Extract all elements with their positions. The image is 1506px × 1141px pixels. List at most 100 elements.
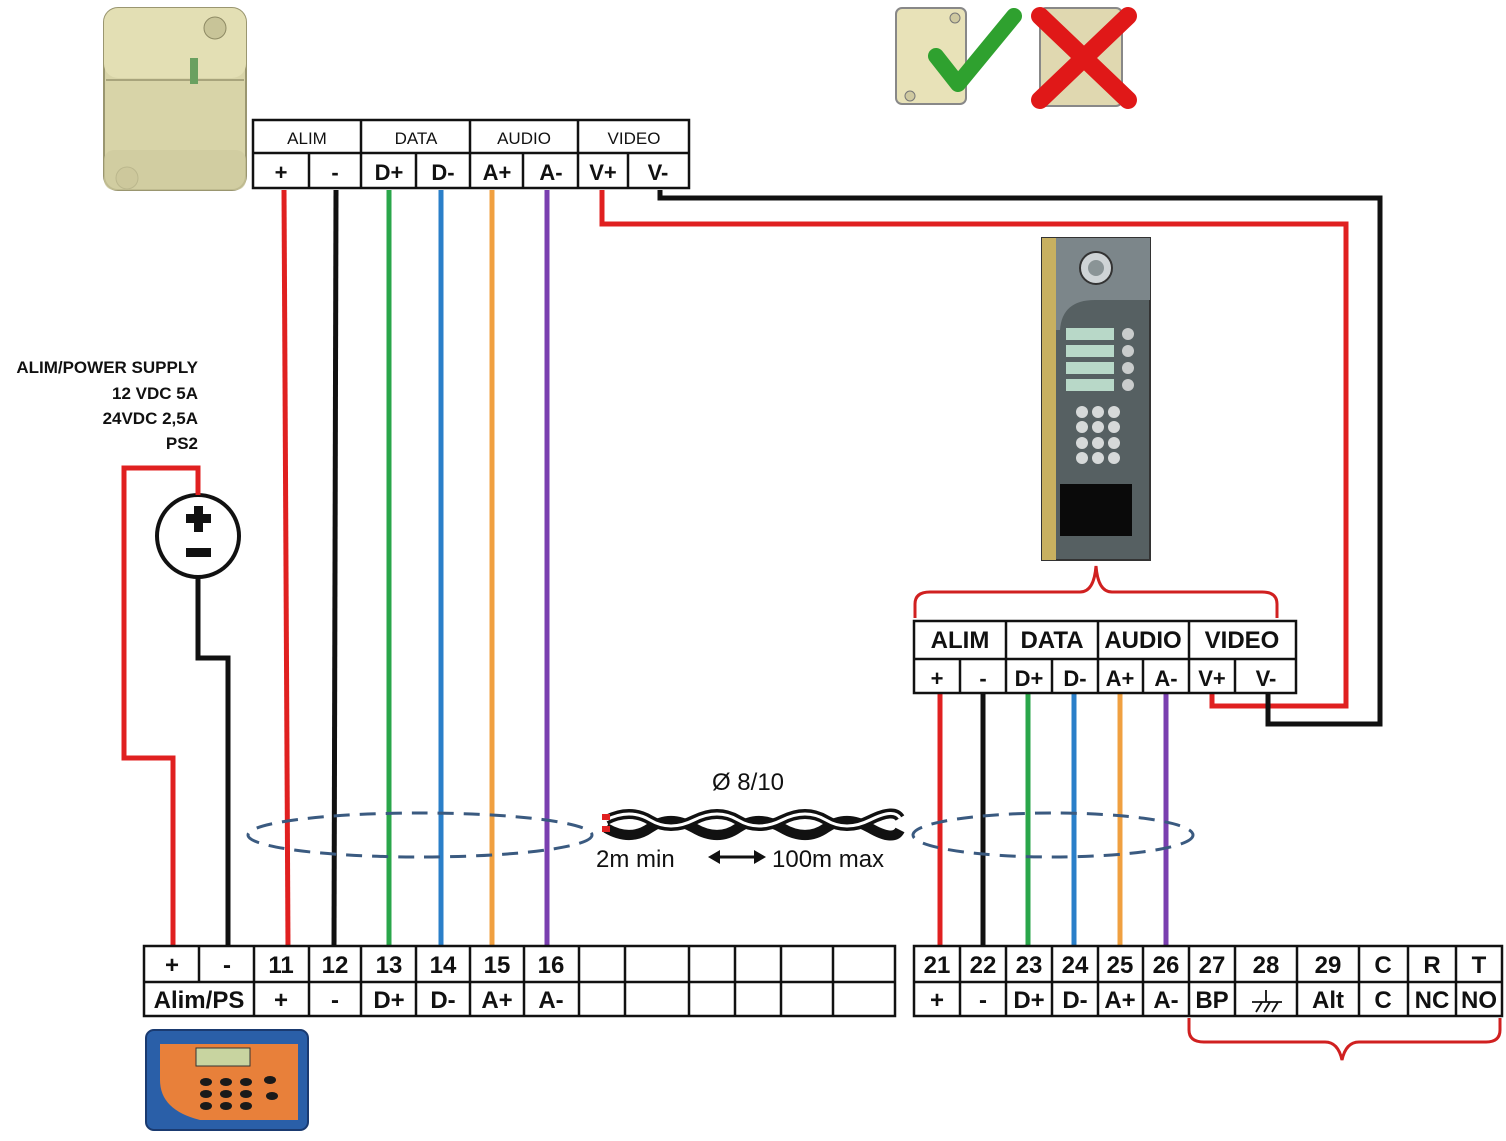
panel-group-data: DATA bbox=[1020, 627, 1083, 654]
module-terminal: D+ bbox=[375, 160, 404, 185]
bl-label: A+ bbox=[481, 987, 512, 1014]
bl-number: 15 bbox=[484, 952, 511, 979]
br-number: 21 bbox=[924, 952, 951, 979]
dc-source-icon bbox=[155, 493, 241, 579]
cross-icon bbox=[1031, 7, 1137, 109]
bl-label: - bbox=[331, 987, 339, 1014]
ground-icon bbox=[1252, 990, 1282, 1013]
bottom-left-terminal-strip bbox=[142, 944, 897, 1018]
wire-ps-plus bbox=[121, 465, 201, 948]
bl-number: + bbox=[165, 952, 179, 979]
bottom-right-labels: + - D+ D- A+ A- BP Alt C NC NO bbox=[930, 987, 1497, 1014]
br-label: D+ bbox=[1013, 987, 1044, 1014]
panel-terminal: A+ bbox=[1106, 666, 1135, 691]
br-label: NO bbox=[1461, 987, 1497, 1014]
module-group-alim: ALIM bbox=[287, 129, 327, 148]
br-label: A- bbox=[1153, 987, 1178, 1014]
br-label: BP bbox=[1195, 987, 1228, 1014]
ps-label-line-3: 24VDC 2,5A bbox=[103, 409, 198, 428]
br-number: 29 bbox=[1315, 952, 1342, 979]
bottom-left-labels: Alim/PS + - D+ D- A+ A- bbox=[154, 987, 564, 1014]
cable-min-length: 2m min bbox=[596, 846, 675, 873]
wires bbox=[121, 189, 1383, 949]
module-terminal: V- bbox=[648, 160, 669, 185]
module-terminal: A+ bbox=[483, 160, 512, 185]
bl-number: 11 bbox=[268, 952, 293, 979]
cable-diameter: Ø 8/10 bbox=[712, 769, 784, 796]
br-label: - bbox=[979, 987, 987, 1014]
br-number: 24 bbox=[1062, 952, 1089, 979]
module-terminal: A- bbox=[539, 160, 562, 185]
bl-label: D- bbox=[430, 987, 455, 1014]
module-terminals: + - D+ D- A+ A- V+ V- bbox=[275, 160, 669, 185]
module-group-labels: ALIM DATA AUDIO VIDEO bbox=[287, 129, 660, 148]
ps-label-line-4: PS2 bbox=[166, 434, 198, 453]
controller-image bbox=[145, 1029, 309, 1131]
panel-group-labels: ALIM DATA AUDIO VIDEO bbox=[931, 627, 1280, 654]
panel-terminal: V+ bbox=[1198, 666, 1226, 691]
ps-label-line-1: ALIM/POWER SUPPLY bbox=[16, 358, 198, 377]
bl-number: 12 bbox=[322, 952, 349, 979]
br-number: C bbox=[1374, 952, 1391, 979]
cable-max-length: 100m max bbox=[772, 846, 884, 873]
br-number: R bbox=[1423, 952, 1440, 979]
panel-group-audio: AUDIO bbox=[1104, 627, 1181, 654]
panel-group-alim: ALIM bbox=[931, 627, 990, 654]
br-label: C bbox=[1374, 987, 1391, 1014]
check-icon bbox=[928, 8, 1022, 92]
br-number: 23 bbox=[1016, 952, 1043, 979]
bl-label: + bbox=[274, 987, 288, 1014]
br-label: NC bbox=[1415, 987, 1450, 1014]
double-arrow-icon bbox=[708, 850, 766, 864]
bl-number: - bbox=[223, 952, 231, 979]
module-terminal: V+ bbox=[589, 160, 617, 185]
power-supply-label: ALIM/POWER SUPPLY 12 VDC 5A 24VDC 2,5A P… bbox=[16, 358, 198, 453]
br-label: D- bbox=[1062, 987, 1087, 1014]
cable-bundle-left bbox=[246, 811, 594, 859]
panel-terminal: - bbox=[979, 666, 986, 691]
wire-video-plus bbox=[599, 190, 1349, 709]
cable-bundle-right bbox=[911, 811, 1195, 859]
br-label: A+ bbox=[1104, 987, 1135, 1014]
junction-box-image bbox=[103, 7, 247, 191]
bl-label: D+ bbox=[373, 987, 404, 1014]
twisted-pair-icon bbox=[602, 808, 905, 841]
ps-label-line-2: 12 VDC 5A bbox=[112, 384, 198, 403]
bl-number: 14 bbox=[430, 952, 457, 979]
module-terminal-block bbox=[251, 118, 691, 190]
br-number: 26 bbox=[1153, 952, 1180, 979]
module-group-video: VIDEO bbox=[608, 129, 661, 148]
wire-12 bbox=[331, 189, 339, 949]
panel-terminal: + bbox=[931, 666, 944, 691]
bl-number: 16 bbox=[538, 952, 565, 979]
wire-11 bbox=[281, 189, 291, 949]
panel-terminals: + - D+ D- A+ A- V+ V- bbox=[931, 666, 1277, 691]
module-group-audio: AUDIO bbox=[497, 129, 551, 148]
bottom-right-brace bbox=[1187, 1018, 1502, 1061]
bottom-right-numbers: 21 22 23 24 25 26 27 28 29 C R T bbox=[924, 952, 1487, 979]
module-terminal: D- bbox=[431, 160, 454, 185]
module-terminal: + bbox=[275, 160, 288, 185]
module-group-data: DATA bbox=[395, 129, 438, 148]
panel-terminal: D+ bbox=[1015, 666, 1044, 691]
bl-label: A- bbox=[538, 987, 563, 1014]
br-number: 28 bbox=[1253, 952, 1280, 979]
br-number: 22 bbox=[970, 952, 997, 979]
wire-ps-minus bbox=[195, 577, 231, 948]
intercom-panel-image bbox=[1041, 237, 1151, 561]
bl-label-alim-ps: Alim/PS bbox=[154, 987, 245, 1014]
bl-number: 13 bbox=[376, 952, 403, 979]
panel-brace bbox=[913, 565, 1279, 618]
panel-terminal: V- bbox=[1256, 666, 1277, 691]
bottom-right-terminal-strip bbox=[912, 944, 1504, 1018]
panel-group-video: VIDEO bbox=[1205, 627, 1280, 654]
panel-terminal-block bbox=[912, 619, 1298, 695]
panel-terminal: A- bbox=[1154, 666, 1177, 691]
panel-terminal: D- bbox=[1063, 666, 1086, 691]
br-label: Alt bbox=[1312, 987, 1344, 1014]
bottom-left-numbers: + - 11 12 13 14 15 16 bbox=[165, 952, 564, 979]
module-terminal: - bbox=[331, 160, 338, 185]
br-number: 25 bbox=[1107, 952, 1134, 979]
wire-video-minus bbox=[657, 190, 1383, 727]
